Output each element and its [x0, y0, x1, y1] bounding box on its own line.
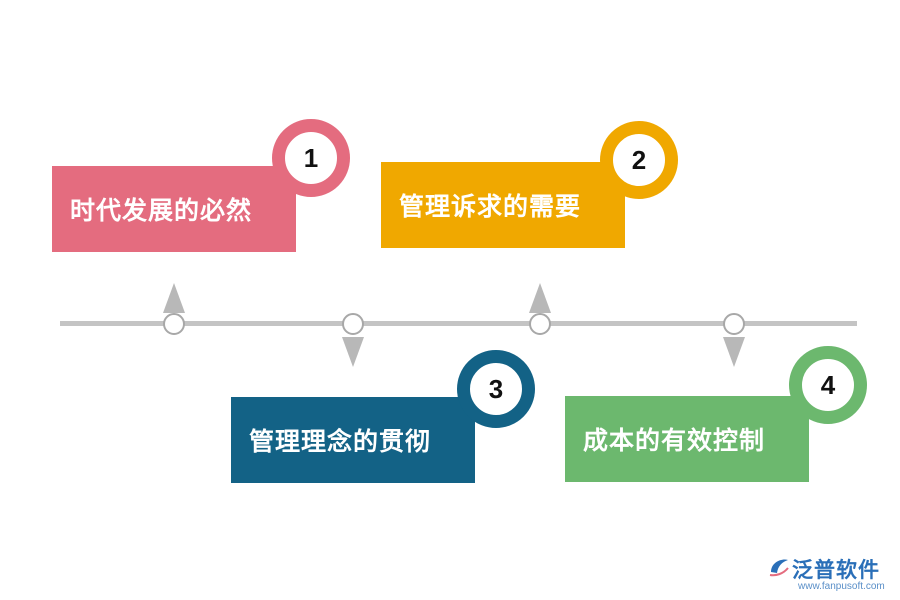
brand-watermark: 泛普软件 www.fanpusoft.com: [768, 554, 893, 594]
step-badge-3: 3: [457, 350, 535, 428]
arrow-down-to-step-3: [342, 337, 364, 367]
arrow-up-to-step-2: [529, 283, 551, 313]
step-number-2: 2: [631, 144, 647, 175]
brand-logo-icon: [769, 559, 789, 577]
step-label-1: 时代发展的必然: [70, 196, 253, 225]
step-badge-2: 2: [600, 121, 678, 199]
step-number-1: 1: [303, 142, 319, 173]
timeline-node-2: [529, 313, 551, 335]
brand-name: 泛普软件: [792, 558, 880, 582]
timeline-node-3: [342, 313, 364, 335]
step-number-4: 4: [820, 369, 836, 400]
step-number-3: 3: [488, 373, 504, 404]
brand-url: www.fanpusoft.com: [798, 581, 885, 592]
arrow-down-to-step-4: [723, 337, 745, 367]
timeline-axis: [60, 321, 857, 326]
timeline-node-1: [163, 313, 185, 335]
step-card-3: 管理理念的贯彻: [231, 397, 475, 483]
step-badge-4: 4: [789, 346, 867, 424]
step-label-3: 管理理念的贯彻: [249, 427, 432, 456]
step-card-2: 管理诉求的需要: [381, 162, 625, 248]
step-card-1: 时代发展的必然: [52, 166, 296, 252]
timeline-node-4: [723, 313, 745, 335]
step-label-4: 成本的有效控制: [583, 426, 766, 455]
step-card-4: 成本的有效控制: [565, 396, 809, 482]
step-badge-1: 1: [272, 119, 350, 197]
step-label-2: 管理诉求的需要: [399, 192, 582, 221]
arrow-up-to-step-1: [163, 283, 185, 313]
